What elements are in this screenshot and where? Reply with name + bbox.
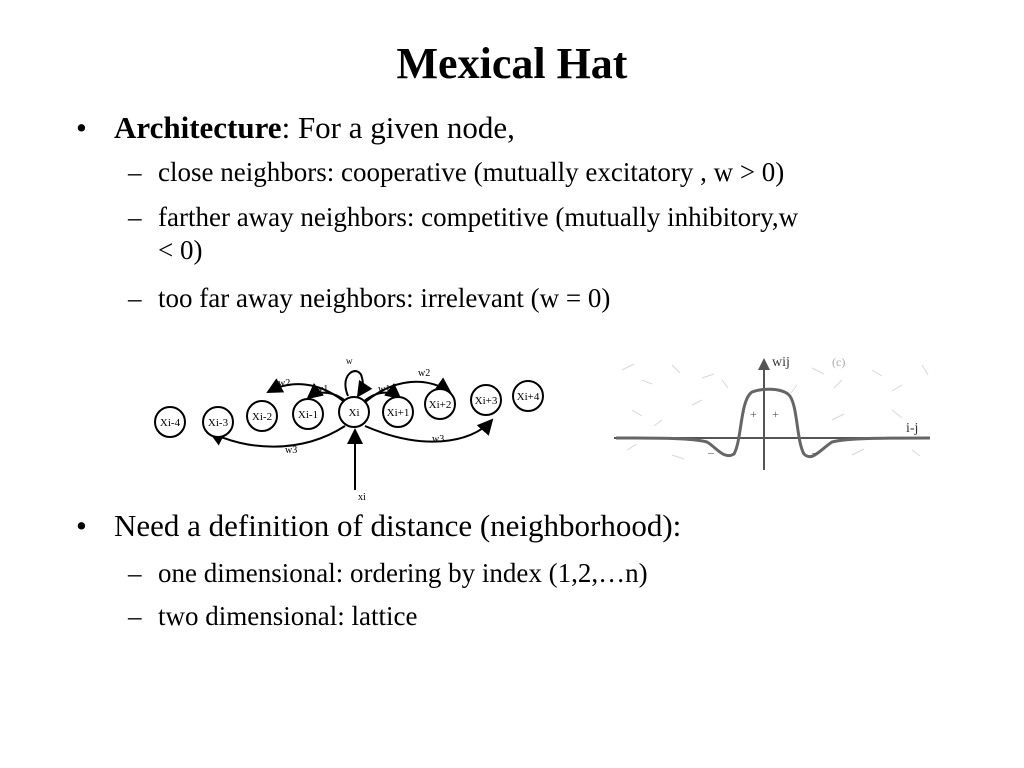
node-xi-2: Xi-2 bbox=[246, 400, 278, 432]
hat-curve bbox=[615, 387, 931, 459]
arc-w2-right bbox=[361, 377, 452, 406]
bullet-bold-term: Architecture bbox=[114, 110, 282, 145]
node-xi: Xi bbox=[338, 396, 370, 428]
bullet-text: Architecture: For a given node, bbox=[114, 110, 515, 146]
figure-background bbox=[612, 350, 940, 475]
dash-icon: – bbox=[128, 601, 142, 631]
weight-label-w2-left: w2 bbox=[278, 378, 290, 389]
arc-w3-left bbox=[208, 425, 346, 448]
corner-label: (c) bbox=[832, 355, 845, 369]
node-xi+1: Xi+1 bbox=[382, 396, 414, 428]
y-axis-arrow-icon bbox=[758, 358, 770, 370]
svg-text:Xi+3: Xi+3 bbox=[475, 395, 498, 407]
x-axis-label: i-j bbox=[906, 421, 918, 436]
arc-w2-left bbox=[266, 378, 349, 406]
bullet-rest: : For a given node, bbox=[281, 110, 515, 145]
svg-text:Xi-2: Xi-2 bbox=[252, 411, 272, 423]
plus-sign-left: + bbox=[750, 407, 757, 421]
dash-icon: – bbox=[128, 558, 142, 588]
plus-sign-right: + bbox=[772, 407, 779, 421]
sub-bullet-text: farther away neighbors: competitive (mut… bbox=[158, 202, 799, 265]
scan-texture bbox=[621, 363, 929, 460]
bullet-text: Need a definition of distance (neighborh… bbox=[114, 508, 682, 543]
network-diagram: Xi-4 Xi-3 Xi-2 Xi-1 Xi Xi+1 Xi+2 Xi+3 bbox=[154, 356, 544, 503]
weight-label-w2-right: w2 bbox=[418, 368, 430, 379]
svg-text:Xi: Xi bbox=[349, 407, 360, 419]
self-weight-label: w bbox=[346, 356, 353, 366]
sub-bullet-text: close neighbors: cooperative (mutually e… bbox=[158, 157, 785, 187]
bullet-dot-icon: • bbox=[76, 508, 87, 543]
svg-text:Xi+2: Xi+2 bbox=[429, 399, 452, 411]
mexican-hat-figure: wij i-j (c) + + – – bbox=[612, 350, 940, 475]
bullet-dot-icon: • bbox=[76, 110, 87, 145]
self-loop bbox=[344, 370, 373, 398]
weight-label-w1-left: w1 bbox=[316, 384, 328, 395]
node-xi-3: Xi-3 bbox=[202, 406, 234, 438]
dash-icon: – bbox=[128, 283, 142, 313]
weight-label-w3-right: w3 bbox=[432, 434, 444, 445]
sub-bullet-text: two dimensional: lattice bbox=[158, 601, 418, 631]
node-xi-1: Xi-1 bbox=[292, 398, 324, 430]
minus-sign-left: – bbox=[707, 445, 715, 459]
svg-text:Xi-1: Xi-1 bbox=[298, 409, 318, 421]
node-xi+3: Xi+3 bbox=[470, 384, 502, 416]
arc-w3-right bbox=[364, 418, 494, 443]
dash-icon: – bbox=[128, 157, 142, 187]
minus-sign-right: – bbox=[811, 445, 819, 459]
dash-icon: – bbox=[128, 202, 142, 232]
sub-bullet-text: one dimensional: ordering by index (1,2,… bbox=[158, 558, 648, 588]
node-xi+2: Xi+2 bbox=[424, 388, 456, 420]
slide-title: Mexical Hat bbox=[396, 39, 628, 88]
svg-text:Xi+1: Xi+1 bbox=[387, 407, 410, 419]
sub-bullet-text: too far away neighbors: irrelevant (w = … bbox=[158, 283, 611, 313]
node-xi-4: Xi-4 bbox=[154, 406, 186, 438]
weight-label-w3-left: w3 bbox=[285, 445, 297, 456]
svg-text:Xi+4: Xi+4 bbox=[517, 391, 540, 403]
weight-label-w1-right: w1 bbox=[378, 384, 390, 395]
y-axis-label: wij bbox=[772, 355, 790, 370]
input-label: xi bbox=[358, 492, 366, 503]
svg-text:Xi-4: Xi-4 bbox=[160, 417, 181, 429]
svg-text:Xi-3: Xi-3 bbox=[208, 417, 229, 429]
node-xi+4: Xi+4 bbox=[512, 380, 544, 412]
